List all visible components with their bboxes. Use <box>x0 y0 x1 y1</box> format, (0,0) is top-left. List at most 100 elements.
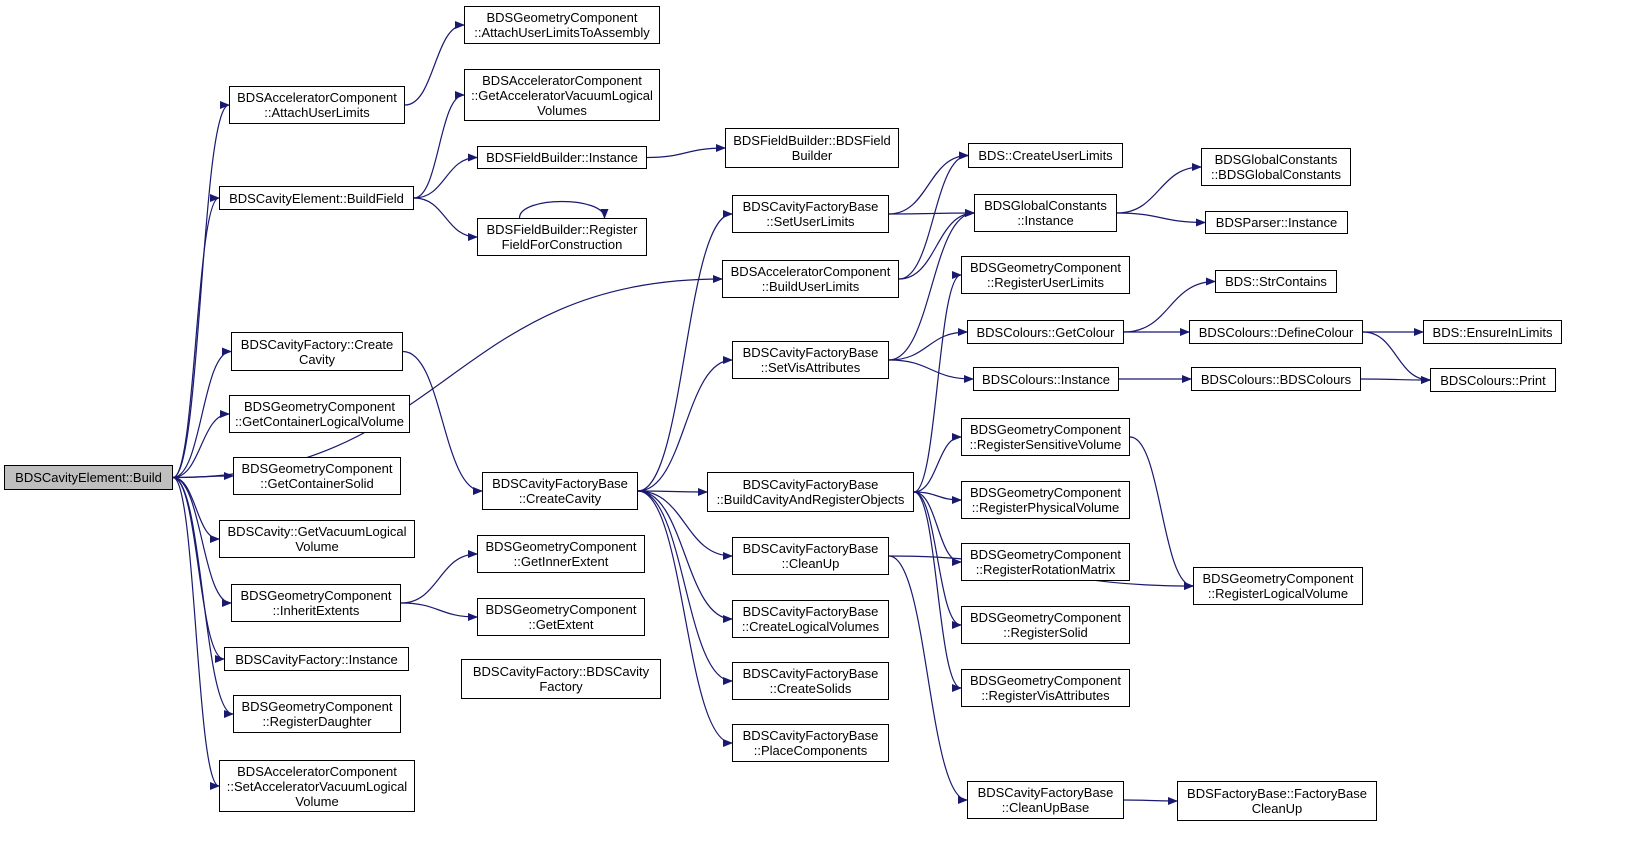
node-label-line: BDSGeometryComponent <box>241 699 393 714</box>
graph-node[interactable]: BDSCavityFactoryBase::SetUserLimits <box>732 195 889 233</box>
node-label-line: BDSGeometryComponent <box>969 260 1121 275</box>
graph-node[interactable]: BDSCavityFactoryBase::CleanUpBase <box>967 781 1124 819</box>
call-edge <box>888 328 968 361</box>
node-label-line: BDS::EnsureInLimits <box>1432 324 1553 340</box>
graph-node[interactable]: BDSCavityFactoryBase::CreateLogicalVolum… <box>732 600 889 638</box>
node-label-line: ::CreateLogicalVolumes <box>741 619 880 634</box>
graph-node[interactable]: BDSColours::BDSColours <box>1191 367 1361 391</box>
node-label-line: BDSGlobalConstants <box>984 198 1107 213</box>
node-label-line: BDS::CreateUserLimits <box>978 148 1113 163</box>
node-label-line: BDSColours::Instance <box>982 371 1110 387</box>
graph-node[interactable]: BDSColours::Instance <box>973 367 1119 391</box>
call-edge <box>1129 436 1194 590</box>
call-edge <box>400 550 478 604</box>
graph-node[interactable]: BDSGeometryComponent::GetInnerExtent <box>477 535 645 573</box>
graph-node[interactable]: BDSCavityFactoryBase::CreateSolids <box>732 662 889 700</box>
graph-node[interactable]: BDSFieldBuilder::Instance <box>477 146 647 169</box>
call-edge <box>646 144 726 159</box>
node-label-line: ::CreateCavity <box>518 491 602 506</box>
graph-node[interactable]: BDSGeometryComponent::RegisterDaughter <box>233 695 401 733</box>
call-edge <box>913 491 962 504</box>
node-label-line: BDSCavityElement::BuildField <box>229 190 404 206</box>
node-label-line: ::RegisterVisAttributes <box>981 688 1110 703</box>
graph-node[interactable]: BDSAcceleratorComponent::GetAcceleratorV… <box>464 69 660 121</box>
graph-node[interactable]: BDS::EnsureInLimits <box>1423 320 1562 344</box>
graph-node[interactable]: BDSGeometryComponent::InheritExtents <box>231 584 401 622</box>
call-edge <box>172 472 234 481</box>
graph-node[interactable]: BDSGeometryComponent::RegisterRotationMa… <box>961 543 1130 581</box>
call-edge <box>172 476 220 790</box>
graph-node[interactable]: BDSCavityElement::BuildField <box>219 186 414 210</box>
graph-node[interactable]: BDSAcceleratorComponent::SetAcceleratorV… <box>219 760 415 812</box>
node-label-line: ::GetAcceleratorVacuumLogical <box>471 87 653 103</box>
node-label-line: BDSGeometryComponent <box>1202 571 1354 586</box>
node-label-line: ::GetExtent <box>528 617 594 632</box>
graph-node[interactable]: BDSGeometryComponent::RegisterUserLimits <box>961 256 1130 294</box>
graph-node[interactable]: BDSGeometryComponent::GetContainerSolid <box>233 457 401 495</box>
root-node[interactable]: BDSCavityElement::Build <box>4 465 173 490</box>
node-label-line: BDSGeometryComponent <box>969 547 1121 562</box>
call-edge <box>413 91 465 199</box>
call-edge <box>898 209 975 280</box>
call-edge <box>1362 331 1431 384</box>
graph-node[interactable]: BDSAcceleratorComponent::BuildUserLimits <box>722 260 899 298</box>
node-label-line: ::GetInnerExtent <box>513 554 609 569</box>
node-label-line: BDS::StrContains <box>1225 274 1327 289</box>
call-edge <box>637 490 733 747</box>
graph-node[interactable]: BDS::CreateUserLimits <box>968 143 1123 168</box>
node-label-line: BDSCavityElement::Build <box>15 470 162 485</box>
graph-node[interactable]: BDSAcceleratorComponent::AttachUserLimit… <box>229 86 405 124</box>
node-label-line: ::BDSGlobalConstants <box>1210 167 1342 182</box>
graph-node[interactable]: BDSGeometryComponent::RegisterLogicalVol… <box>1193 567 1363 605</box>
node-label-line: BDSColours::DefineColour <box>1198 324 1354 340</box>
graph-node[interactable]: BDSParser::Instance <box>1205 211 1348 234</box>
graph-node[interactable]: BDSCavityFactoryBase::CleanUp <box>732 537 889 575</box>
node-label-line: Volumes <box>537 102 587 118</box>
graph-node[interactable]: BDSGeometryComponent::GetExtent <box>477 598 645 636</box>
graph-node[interactable]: BDSGlobalConstants::BDSGlobalConstants <box>1201 148 1351 186</box>
graph-node[interactable]: BDSColours::Print <box>1430 368 1556 392</box>
graph-node[interactable]: BDSGeometryComponent::RegisterPhysicalVo… <box>961 481 1130 519</box>
graph-node[interactable]: BDSCavityFactoryBase::SetVisAttributes <box>732 341 889 379</box>
graph-node[interactable]: BDSCavityFactoryBase::BuildCavityAndRegi… <box>707 472 914 512</box>
node-label-line: ::SetAcceleratorVacuumLogical <box>226 778 408 794</box>
call-edge <box>1123 796 1178 805</box>
call-edge <box>913 433 962 493</box>
graph-node[interactable]: BDSGeometryComponent::RegisterSensitiveV… <box>961 418 1130 456</box>
call-edge <box>913 491 962 566</box>
call-edge <box>637 490 733 685</box>
node-label-line: Volume <box>295 793 339 809</box>
graph-node[interactable]: BDSGeometryComponent::RegisterVisAttribu… <box>961 669 1130 707</box>
call-edge <box>888 359 974 383</box>
graph-node[interactable]: BDSCavityFactoryBase::CreateCavity <box>482 472 638 510</box>
node-label-line: ::PlaceComponents <box>753 743 868 758</box>
call-edge <box>913 491 962 629</box>
graph-node[interactable]: BDSGlobalConstants::Instance <box>974 194 1117 232</box>
graph-node[interactable]: BDSColours::DefineColour <box>1189 320 1363 344</box>
node-label-line: BDSGeometryComponent <box>969 422 1121 437</box>
graph-node[interactable]: BDSGeometryComponent::AttachUserLimitsTo… <box>464 6 660 44</box>
graph-node[interactable]: BDSCavityFactoryBase::PlaceComponents <box>732 724 889 762</box>
node-label-line: ::RegisterSolid <box>1003 625 1088 640</box>
call-edge <box>637 490 733 560</box>
graph-node[interactable]: BDS::StrContains <box>1215 270 1337 293</box>
graph-node[interactable]: BDSGeometryComponent::GetContainerLogica… <box>229 395 410 433</box>
call-edge <box>888 151 969 215</box>
node-label-line: BDSFieldBuilder::Register <box>486 222 638 237</box>
node-label-line: BDSGlobalConstants <box>1214 152 1338 167</box>
call-edge <box>1116 163 1202 214</box>
graph-node[interactable]: BDSColours::GetColour <box>967 320 1124 344</box>
node-label-line: BDSCavityFactoryBase <box>742 541 879 556</box>
graph-node[interactable]: BDSCavityFactory::Instance <box>224 647 409 671</box>
call-edge <box>172 410 230 479</box>
graph-node[interactable]: BDSGeometryComponent::RegisterSolid <box>961 606 1130 644</box>
node-label-line: BDSCavityFactoryBase <box>742 604 879 619</box>
call-edge <box>413 153 478 199</box>
